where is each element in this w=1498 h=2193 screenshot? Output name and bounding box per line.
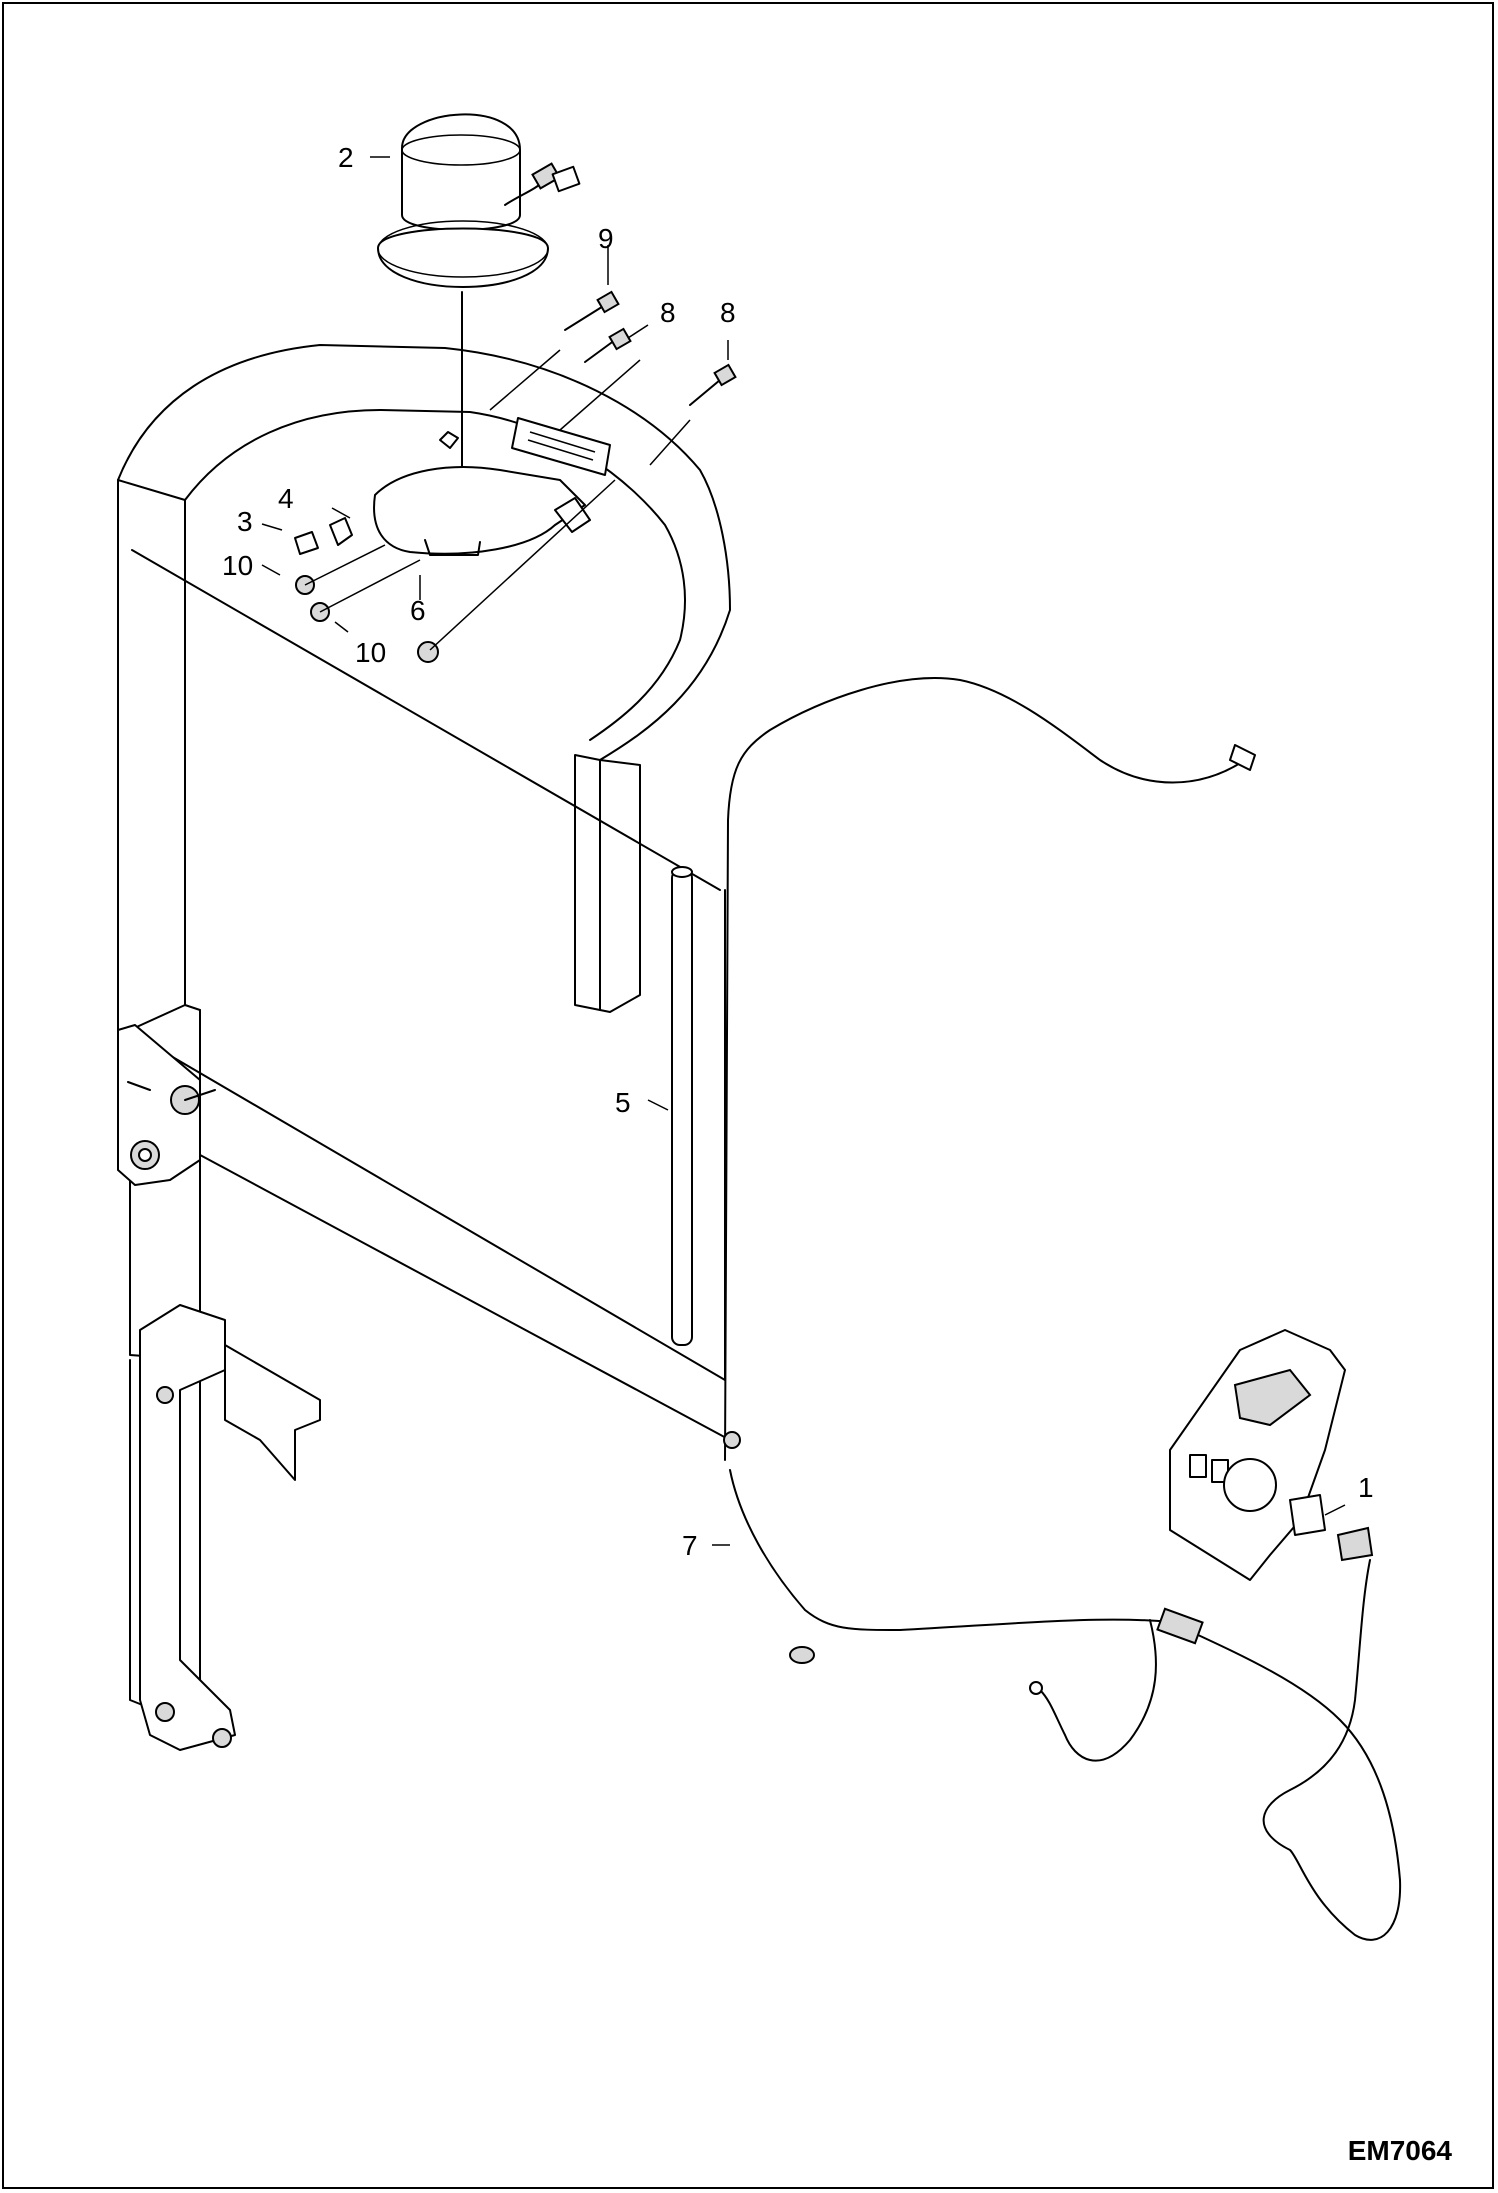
post-tube <box>671 866 693 1346</box>
callout-bolt-mid: 8 <box>660 297 676 328</box>
callout-labels: 2 9 8 8 4 3 10 6 10 5 1 7 <box>222 142 1374 1561</box>
canopy-frame <box>117 344 731 1721</box>
frame-outline-lines <box>131 549 731 1441</box>
callout-bolt-short: 9 <box>598 223 614 254</box>
callout-nut-lower: 10 <box>355 637 386 668</box>
callout-switch: 1 <box>1358 1472 1374 1503</box>
callout-bolt-right: 8 <box>720 297 736 328</box>
callout-harness: 7 <box>682 1530 698 1561</box>
callout-nut-left: 10 <box>222 550 253 581</box>
leader-lines <box>261 156 1346 1546</box>
figure-id: EM7064 <box>1347 2135 1452 2166</box>
decal-plate <box>511 417 611 476</box>
bolts <box>489 290 737 466</box>
beacon <box>377 113 581 501</box>
callout-bracket: 6 <box>410 595 426 626</box>
wire-harness <box>723 677 1402 1941</box>
hinge-assembly <box>117 1024 216 1186</box>
callout-nut-upper: 3 <box>237 506 253 537</box>
small-hardware <box>294 479 616 663</box>
callout-post-tube: 5 <box>615 1087 631 1118</box>
switch-panel <box>1169 1329 1374 1581</box>
callout-clip: 4 <box>278 483 294 514</box>
callout-beacon: 2 <box>338 142 354 173</box>
bracket <box>373 431 591 556</box>
lower-mount <box>139 1304 321 1751</box>
